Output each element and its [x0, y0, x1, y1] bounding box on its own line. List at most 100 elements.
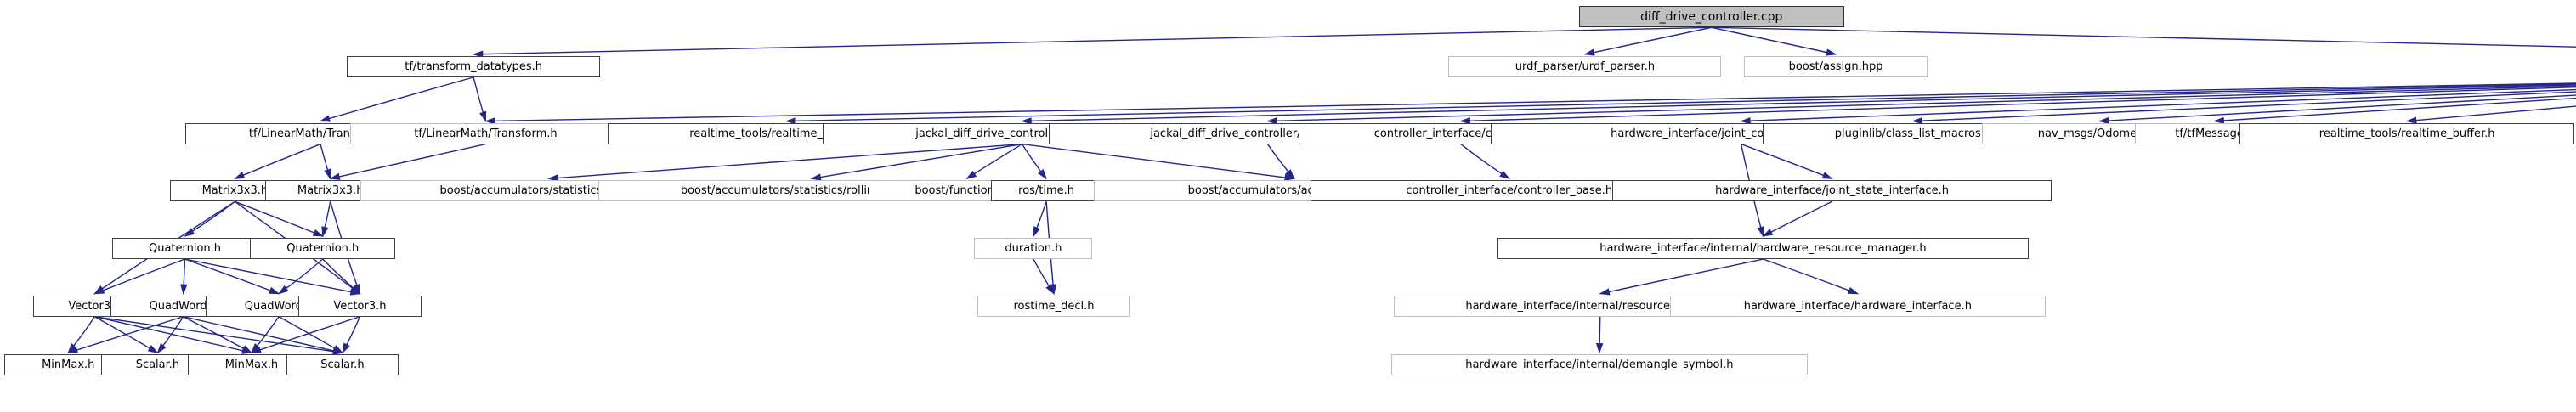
- graph-node-label: tf/LinearMath/Transform.h: [414, 127, 558, 140]
- graph-edge-ddc_h-to-speed_h: [1266, 85, 2576, 125]
- graph-node-duration_h[interactable]: duration.h: [974, 238, 1093, 260]
- graph-node-label: Scalar.h: [320, 358, 365, 372]
- graph-edge-speed_h-to-accum_hpp: [1266, 144, 1295, 180]
- graph-edge-odom_h-to-accum_hpp: [1022, 143, 1296, 182]
- graph-node-label: diff_drive_controller.cpp: [1640, 9, 1783, 24]
- graph-node-hw_iface[interactable]: hardware_interface/hardware_interface.h: [1669, 295, 2046, 317]
- graph-edge-tf_tdt-to-tfm_a: [319, 76, 474, 122]
- graph-node-label: hardware_interface/hardware_interface.h: [1743, 299, 1972, 313]
- graph-edge-root-to-urdf: [1583, 26, 1712, 56]
- graph-node-urdf[interactable]: urdf_parser/urdf_parser.h: [1448, 55, 1722, 77]
- graph-edge-qw_a-to-minmax_a: [66, 316, 184, 353]
- graph-node-label: Matrix3x3.h: [297, 184, 364, 198]
- graph-edge-root-to-tf_tdt: [472, 26, 1712, 58]
- graph-node-label: hardware_interface/internal/resource_man…: [1465, 299, 1735, 313]
- graph-edge-jci_h-to-jsi_h: [1741, 143, 1833, 179]
- graph-edge-root-to-assign: [1711, 26, 1837, 56]
- graph-node-label: tf/transform_datatypes.h: [405, 59, 543, 73]
- graph-edge-vec3_b-to-scalar_b: [342, 316, 361, 354]
- graph-edge-vec3_b-to-minmax_b: [250, 316, 360, 353]
- graph-edge-jsi_h-to-hrm_h: [1762, 200, 1832, 237]
- graph-node-rostime_decl[interactable]: rostime_decl.h: [977, 295, 1131, 317]
- graph-edge-hrm_h-to-res_mgr: [1599, 258, 1764, 296]
- graph-node-vec3_b[interactable]: Vector3.h: [298, 295, 422, 317]
- graph-node-jsi_h[interactable]: hardware_interface/joint_state_interface…: [1612, 180, 2052, 202]
- graph-edge-res_mgr-to-demangle: [1595, 316, 1604, 354]
- graph-node-label: pluginlib/class_list_macros.h: [1834, 127, 1992, 140]
- graph-edge-qw_b-to-scalar_b: [278, 316, 344, 353]
- graph-node-hrm_h[interactable]: hardware_interface/internal/hardware_res…: [1497, 238, 2030, 260]
- graph-node-label: QuadWord.h: [149, 299, 218, 313]
- graph-node-label: realtime_tools/realtime_buffer.h: [2318, 127, 2495, 140]
- graph-edge-tfm_a-to-m33_b: [320, 144, 331, 180]
- graph-node-label: hardware_interface/internal/demangle_sym…: [1465, 358, 1734, 372]
- graph-edge-duration_h-to-rostime_decl: [1033, 258, 1055, 295]
- graph-edge-vec3_a-to-scalar_b: [94, 316, 344, 355]
- graph-edge-vec3_a-to-minmax_a: [67, 316, 96, 354]
- graph-edge-m33_b-to-quat_b: [321, 201, 331, 238]
- graph-edge-qw_a-to-scalar_a: [156, 316, 184, 354]
- graph-edge-ddc_h-to-jci_h: [1740, 88, 2576, 125]
- graph-node-scalar_b[interactable]: Scalar.h: [286, 354, 399, 376]
- graph-edge-root-to-ddc_h: [1711, 26, 2576, 48]
- graph-node-label: hardware_interface/internal/hardware_res…: [1599, 242, 1927, 256]
- graph-edge-vec3_a-to-minmax_b: [94, 316, 253, 354]
- graph-node-label: MinMax.h: [224, 358, 279, 372]
- graph-node-label: Matrix3x3.h: [201, 184, 269, 198]
- graph-node-quat_b[interactable]: Quaternion.h: [250, 238, 396, 260]
- graph-edge-tfm_b-to-m33_b: [329, 143, 486, 180]
- graph-edge-tf_tdt-to-tfm_b: [473, 76, 487, 122]
- graph-edge-quat_a-to-qw_b: [184, 258, 280, 295]
- graph-edge-odom_h-to-stats_hpp: [547, 143, 1022, 182]
- graph-edge-vec3_a-to-scalar_a: [94, 316, 159, 353]
- graph-edge-m33_a-to-quat_a: [184, 200, 235, 237]
- graph-node-label: ros/time.h: [1018, 184, 1075, 198]
- graph-edge-quat_a-to-vec3_a: [93, 258, 185, 295]
- graph-node-label: nav_msgs/Odometry.h: [2037, 127, 2161, 140]
- graph-edge-qw_a-to-scalar_b: [183, 316, 344, 354]
- graph-edge-quat_b-to-qw_b: [277, 258, 324, 295]
- graph-node-label: urdf_parser/urdf_parser.h: [1514, 59, 1656, 73]
- graph-node-label: boost/assign.hpp: [1788, 59, 1883, 73]
- graph-node-tfm_b[interactable]: tf/LinearMath/Transform.h: [349, 122, 621, 144]
- graph-node-rt_buf[interactable]: realtime_tools/realtime_buffer.h: [2239, 122, 2575, 144]
- graph-node-label: Quaternion.h: [286, 242, 360, 256]
- graph-edge-m33_a-to-quat_b: [235, 200, 325, 237]
- graph-edge-odom_h-to-ros_time: [1021, 144, 1047, 180]
- graph-node-root[interactable]: diff_drive_controller.cpp: [1578, 6, 1844, 28]
- graph-node-label: Scalar.h: [135, 358, 180, 372]
- graph-edge-ddc_h-to-tfmsg_h: [2213, 97, 2576, 125]
- graph-edge-quat_a-to-qw_a: [180, 258, 188, 296]
- graph-node-quat_a[interactable]: Quaternion.h: [111, 238, 258, 260]
- graph-edge-qw_b-to-minmax_b: [251, 316, 280, 354]
- graph-node-label: MinMax.h: [42, 358, 95, 372]
- graph-edge-ddc_h-to-rt_buf: [2405, 105, 2576, 124]
- graph-node-label: Vector3.h: [68, 299, 122, 313]
- graph-edge-ctrl_h-to-ctrl_base: [1460, 144, 1510, 180]
- graph-edge-ddc_h-to-rt_pub: [784, 83, 2576, 125]
- graph-edge-ddc_h-to-tfm_b: [484, 82, 2576, 125]
- graph-edge-ddc_h-to-ctrl_h: [1459, 86, 2576, 125]
- graph-edge-ddc_h-to-odom_h: [1021, 84, 2576, 125]
- graph-edge-ddc_h-to-plugin_h: [1911, 91, 2576, 125]
- graph-edge-tfm_a-to-m33_a: [234, 143, 321, 179]
- graph-node-label: controller_interface/controller_base.h: [1406, 184, 1613, 198]
- graph-node-label: Vector3.h: [333, 299, 387, 313]
- graph-edge-hrm_h-to-hw_iface: [1763, 258, 1860, 295]
- graph-edge-odom_h-to-rolling_hpp: [810, 143, 1022, 181]
- graph-edge-qw_a-to-minmax_b: [183, 316, 253, 353]
- graph-node-label: rostime_decl.h: [1013, 299, 1095, 313]
- graph-edge-odom_h-to-func_hpp: [965, 143, 1022, 180]
- graph-node-label: hardware_interface/joint_state_interface…: [1715, 184, 1950, 198]
- graph-node-assign[interactable]: boost/assign.hpp: [1744, 55, 1928, 77]
- graph-node-label: QuadWord.h: [244, 299, 314, 313]
- graph-node-tf_tdt[interactable]: tf/transform_datatypes.h: [347, 55, 601, 77]
- graph-edge-ddc_h-to-nav_h: [2098, 94, 2576, 125]
- graph-edge-ros_time-to-duration_h: [1033, 201, 1047, 238]
- graph-edge-quat_a-to-vec3_b: [184, 258, 361, 296]
- graph-node-label: duration.h: [1005, 242, 1062, 256]
- graph-node-demangle[interactable]: hardware_interface/internal/demangle_sym…: [1390, 354, 1809, 376]
- graph-node-ros_time[interactable]: ros/time.h: [991, 180, 1102, 202]
- graph-node-label: Quaternion.h: [148, 242, 222, 256]
